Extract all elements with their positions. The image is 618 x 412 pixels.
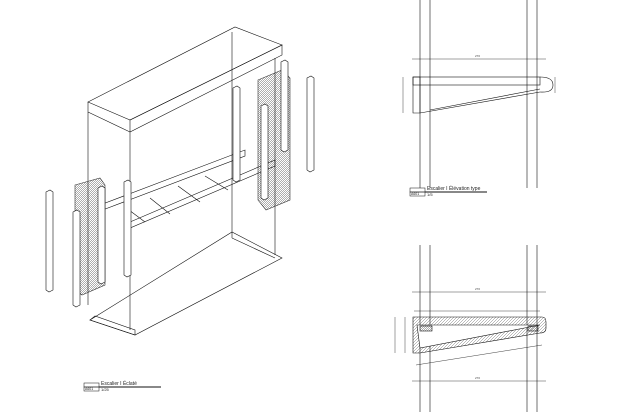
title-block-frames xyxy=(83,187,487,392)
isometric-exploded-view xyxy=(45,26,315,336)
drawing-code: A601 xyxy=(85,387,94,391)
dimension-label: 270 xyxy=(475,287,481,291)
elevation-view xyxy=(402,0,556,188)
drawing-title: Escalier I Éclaté xyxy=(101,381,137,387)
section-view xyxy=(394,245,547,412)
dimension-label: 270 xyxy=(475,54,481,58)
dimension-label: 270 xyxy=(475,376,481,380)
drawing-title: Escalier I Élévation type xyxy=(427,186,481,192)
drawing-code: A601 xyxy=(411,192,420,196)
drawing-scale: 1/5 xyxy=(427,192,433,197)
drawing-scale: 1/25 xyxy=(101,387,109,392)
